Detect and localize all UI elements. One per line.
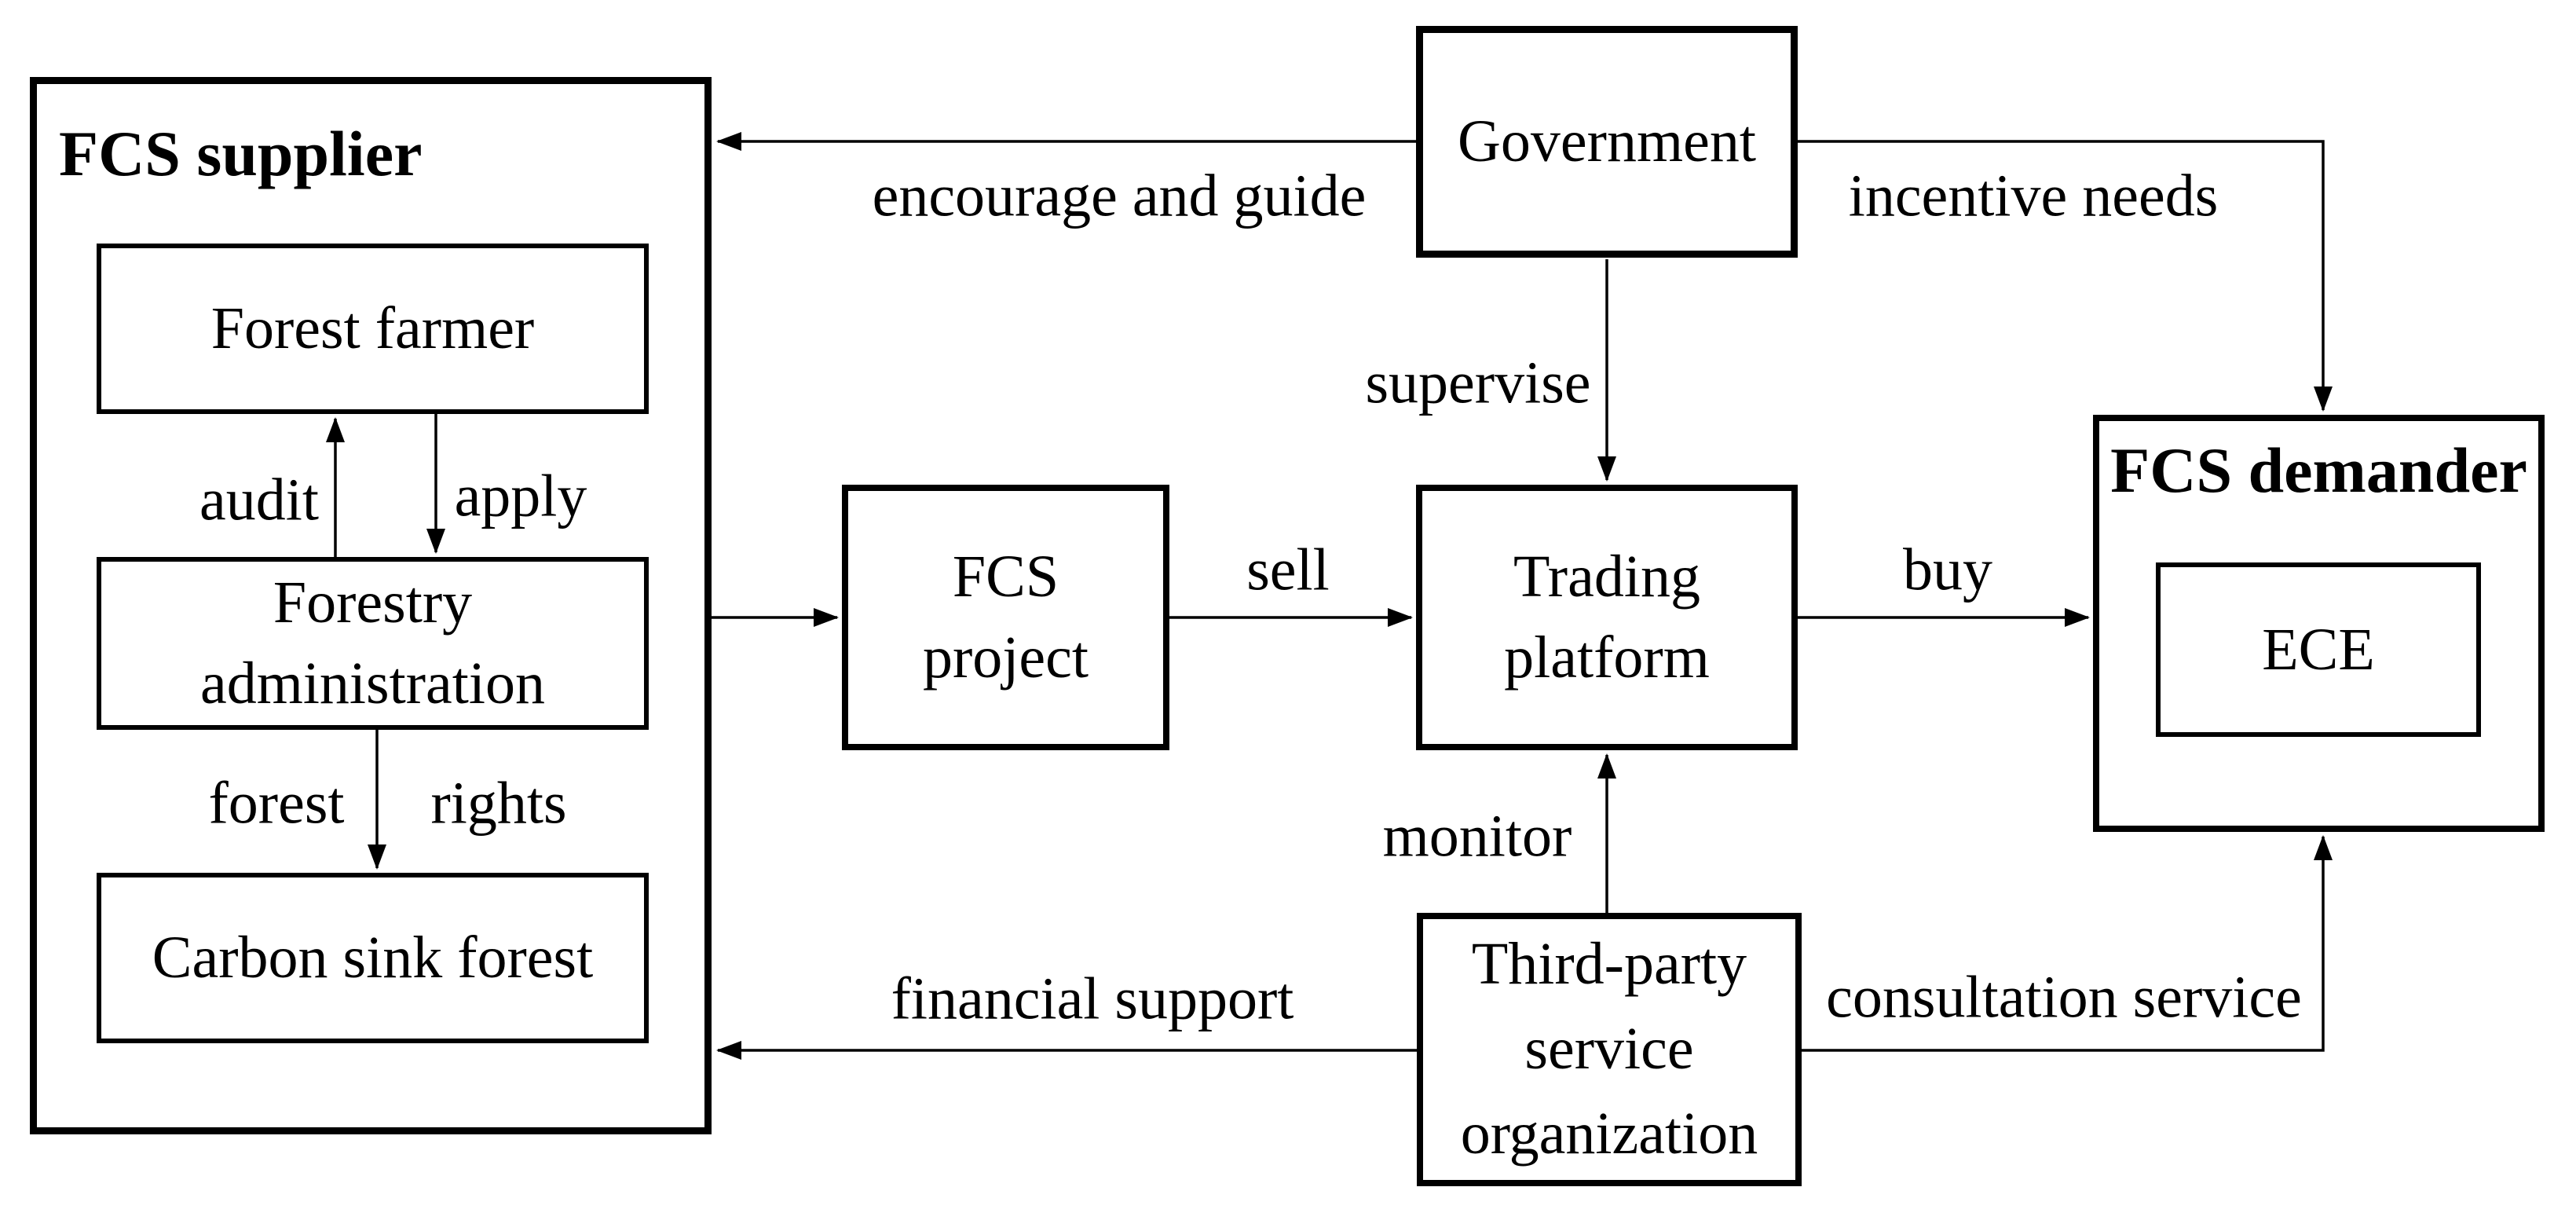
trading-platform-label: Trading platform xyxy=(1504,544,1710,691)
carbon-sink-forest-box: Carbon sink forest xyxy=(97,873,649,1043)
forest-farmer-box: Forest farmer xyxy=(97,244,649,414)
fcs-project-box: FCS project xyxy=(842,485,1169,750)
third-party-service-organization-box: Third-party service organization xyxy=(1417,913,1802,1186)
carbon-sink-forest-label: Carbon sink forest xyxy=(152,925,594,991)
fcs-demander-title: FCS demander xyxy=(2110,434,2527,506)
edge-label-consultation-service: consultation service xyxy=(1826,964,2302,1031)
government-box: Government xyxy=(1416,26,1798,258)
edge-label-encourage-and-guide: encourage and guide xyxy=(872,163,1367,229)
edge-label-financial-support: financial support xyxy=(891,965,1294,1032)
ece-box: ECE xyxy=(2156,562,2481,737)
trading-platform-box: Trading platform xyxy=(1416,485,1798,750)
edge-label-buy: buy xyxy=(1903,537,1992,603)
edge-label-sell: sell xyxy=(1246,537,1330,603)
edge-label-rights: rights xyxy=(430,770,567,837)
government-label: Government xyxy=(1458,108,1756,175)
edge-label-incentive-needs: incentive needs xyxy=(1848,163,2219,229)
edge-label-audit: audit xyxy=(199,467,319,533)
edge-label-forest: forest xyxy=(208,770,345,837)
edge-label-monitor: monitor xyxy=(1382,803,1572,870)
edge-label-supervise: supervise xyxy=(1365,350,1591,416)
forestry-administration-label: Forestry administration xyxy=(199,570,546,716)
forestry-administration-box: Forestry administration xyxy=(97,557,649,730)
fcs-supplier-title: FCS supplier xyxy=(59,118,423,189)
forest-farmer-label: Forest farmer xyxy=(210,295,535,362)
ece-label: ECE xyxy=(2262,616,2375,683)
edge-label-apply: apply xyxy=(454,463,587,529)
third-party-service-organization-label: Third-party service organization xyxy=(1460,931,1758,1167)
fcs-project-label: FCS project xyxy=(922,544,1089,691)
